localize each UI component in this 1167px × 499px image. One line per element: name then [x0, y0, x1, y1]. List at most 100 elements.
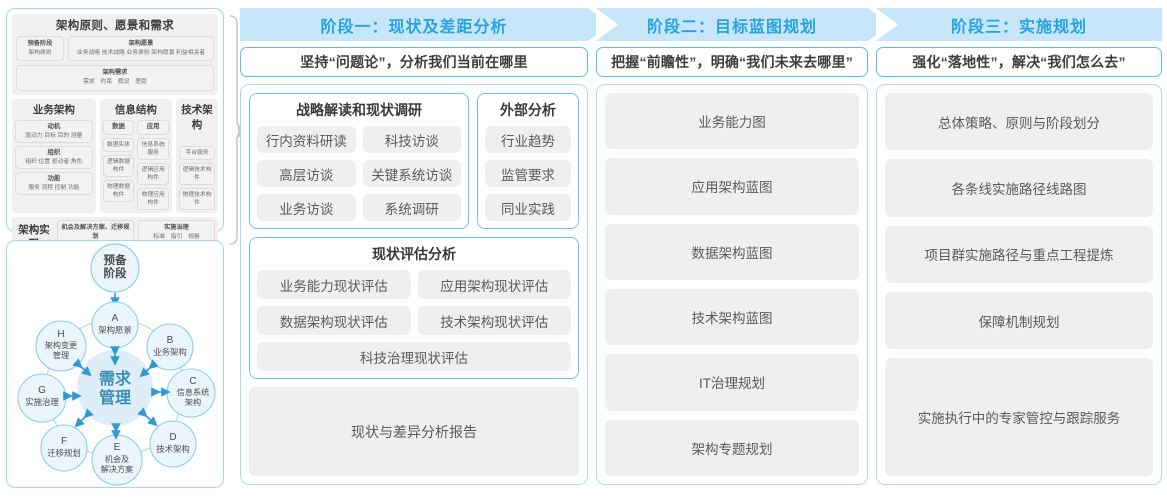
togaf-architecture-domains: 业务架构 动机 驱动力 目标 目的 测量 组织 组织 位置 驱动者 角色 功能 [12, 98, 218, 214]
svg-text:技术架构: 技术架构 [156, 444, 190, 454]
svg-text:机会及: 机会及 [105, 454, 129, 464]
svg-text:解决方案: 解决方案 [101, 464, 133, 474]
svg-text:架构愿景: 架构愿景 [98, 325, 132, 335]
togaf-content-framework-card: 架构原则、愿景和需求 预备阶段 架构原则 架构愿景 业务战略 技术战略 业务原则… [6, 8, 224, 258]
svg-text:架构: 架构 [185, 397, 201, 407]
svg-text:D: D [169, 432, 176, 443]
togaf-prep-block: 预备阶段 架构原则 [16, 36, 64, 62]
chip-item[interactable]: 同业实践 [485, 194, 571, 221]
group-strategy-research: 战略解读和现状调研 行内资料研读 科技访谈 高层访谈 关键系统访谈 [249, 93, 469, 229]
chip-item[interactable]: 应用架构蓝图 [605, 158, 859, 215]
adm-node-b [146, 323, 194, 371]
chip-item[interactable]: 行业趋势 [485, 126, 571, 153]
adm-node-d [149, 420, 197, 468]
togaf-principles-vision-requirements: 架构原则、愿景和需求 预备阶段 架构原则 架构愿景 业务战略 技术战略 业务原则… [12, 14, 218, 95]
chip-item[interactable]: 项目群实施路径与重点工程提炼 [885, 225, 1153, 284]
adm-center-circle [77, 350, 153, 426]
svg-text:实施治理: 实施治理 [25, 397, 59, 407]
phase-header-2[interactable]: 阶段二：目标蓝图规划 [596, 8, 868, 41]
group-title: 现状评估分析 [372, 246, 456, 262]
togaf-app-item: 逻辑应用构件 [137, 162, 169, 186]
togaf-requirement-block: 架构需求 需求 约束 假设 差距 [16, 65, 214, 91]
group-title: 战略解读和现状调研 [296, 102, 422, 118]
chip-item[interactable]: 技术架构蓝图 [605, 288, 859, 346]
togaf-data-head: 数据 [102, 119, 135, 135]
chip-item[interactable]: 业务访谈 [257, 194, 356, 221]
chip-item[interactable]: 技术架构现状评估 [417, 306, 571, 335]
togaf-technology-architecture-column: 技术架构 平台服务 逻辑技术构件 物理技术构件 [176, 98, 218, 214]
svg-text:阶段: 阶段 [104, 266, 127, 280]
togaf-business-title: 业务架构 [32, 103, 75, 116]
phase-body-2: 业务能力图 应用架构蓝图 数据架构蓝图 技术架构蓝图 IT治理规划 架构专题规划 [596, 84, 868, 485]
adm-node-prep [90, 243, 140, 293]
chip-item[interactable]: 系统调研 [362, 194, 461, 221]
togaf-data-item: 物理数据构件 [102, 180, 135, 203]
chip-item[interactable]: 业务能力现状评估 [257, 270, 411, 299]
chip-item[interactable]: 行内资料研读 [257, 126, 356, 153]
togaf-app-item: 信息系统服务 [137, 137, 169, 160]
svg-text:管理: 管理 [99, 388, 131, 407]
chip-item[interactable]: 关键系统访谈 [362, 160, 461, 187]
phase-header-3[interactable]: 阶段三：实施规划 [876, 8, 1162, 41]
chip-item[interactable]: 实施执行中的专家管控与跟踪服务 [885, 358, 1153, 477]
togaf-information-title: 信息结构 [114, 103, 157, 116]
chip-item[interactable]: 各条线实施路径线路图 [885, 159, 1153, 217]
chip-item[interactable]: 应用架构现状评估 [417, 270, 571, 299]
togaf-data-item: 数据实体 [102, 137, 135, 152]
phase-subtitle-3: 强化“落地性”，解决“我们怎么去” [876, 47, 1162, 77]
togaf-information-structure-column: 信息结构 数据 数据实体 逻辑数据构件 [99, 98, 172, 214]
chip-item[interactable]: 高层访谈 [257, 160, 356, 187]
svg-text:E: E [114, 442, 121, 453]
adm-node-f [40, 424, 88, 472]
chip-item[interactable]: 数据架构蓝图 [605, 223, 859, 280]
svg-text:迁移规划: 迁移规划 [47, 448, 81, 458]
togaf-technology-title: 技术架构 [181, 103, 213, 131]
phase-column-1: 阶段一：现状及差距分析 坚持“问题论”，分析我们当前在哪里 战略解读和现状调研 … [240, 8, 588, 492]
chip-item[interactable]: 数据架构现状评估 [257, 306, 411, 335]
chip-item[interactable]: 业务能力图 [605, 93, 859, 150]
svg-text:A: A [112, 313, 119, 324]
svg-text:C: C [189, 376, 196, 387]
phase-columns: 阶段一：现状及差距分析 坚持“问题论”，分析我们当前在哪里 战略解读和现状调研 … [240, 8, 1162, 492]
group-current-state-assessment: 现状评估分析 业务能力现状评估 应用架构现状评估 数据架构现状评估 技术架构现状… [249, 237, 579, 379]
togaf-data-item: 逻辑数据构件 [102, 154, 135, 178]
togaf-adm-cycle-card: 预备 阶段 需求 管理 A 架构愿景 B 业务架构 [6, 240, 224, 488]
chip-item[interactable]: 总体策略、原则与阶段划分 [885, 93, 1153, 151]
phase-column-2: 阶段二：目标蓝图规划 把握“前瞻性”，明确“我们未来去哪里” 业务能力图 应用架… [596, 8, 868, 492]
togaf-tech-item: 物理技术构件 [179, 188, 215, 211]
group-title: 外部分析 [500, 102, 556, 118]
togaf-vision-block: 架构愿景 业务战略 技术战略 业务原则 架构愿景 利益相关者 [68, 36, 214, 62]
togaf-app-item: 物理应用构件 [137, 188, 169, 211]
chip-item[interactable]: 保障机制规划 [885, 292, 1153, 350]
togaf-business-item: 组织 组织 位置 驱动者 角色 [15, 145, 93, 169]
chip-report[interactable]: 现状与差异分析报告 [249, 387, 579, 476]
phase-header-1[interactable]: 阶段一：现状及差距分析 [240, 8, 588, 41]
left-panel: 架构原则、愿景和需求 预备阶段 架构原则 架构愿景 业务战略 技术战略 业务原则… [6, 8, 228, 492]
chip-item[interactable]: IT治理规划 [605, 354, 859, 411]
svg-text:业务架构: 业务架构 [153, 347, 187, 357]
adm-prep-line1: 预备 [104, 253, 127, 267]
togaf-prep-head: 预备阶段 [27, 40, 53, 47]
togaf-tech-item: 逻辑技术构件 [179, 162, 215, 186]
togaf-business-item: 动机 驱动力 目标 目的 测量 [15, 119, 93, 143]
phase-subtitle-1: 坚持“问题论”，分析我们当前在哪里 [240, 47, 588, 77]
phase1-top-row: 战略解读和现状调研 行内资料研读 科技访谈 高层访谈 关键系统访谈 [249, 93, 579, 229]
togaf-vision-head: 架构愿景 [128, 40, 154, 47]
svg-text:管理: 管理 [53, 350, 69, 360]
chip-item[interactable]: 架构专题规划 [605, 419, 859, 476]
adm-cycle-diagram: 预备 阶段 需求 管理 A 架构愿景 B 业务架构 [17, 243, 216, 486]
togaf-prep-body: 架构原则 [28, 49, 52, 56]
phase-body-3: 总体策略、原则与阶段划分 各条线实施路径线路图 项目群实施路径与重点工程提炼 保… [876, 84, 1162, 485]
svg-text:信息系统: 信息系统 [177, 387, 209, 397]
chip-item[interactable]: 科技访谈 [362, 126, 461, 153]
phase1-report-wrap: 现状与差异分析报告 [249, 387, 579, 476]
togaf-business-architecture-column: 业务架构 动机 驱动力 目标 目的 测量 组织 组织 位置 驱动者 角色 功能 [12, 98, 96, 214]
phase-body-1: 战略解读和现状调研 行内资料研读 科技访谈 高层访谈 关键系统访谈 [240, 84, 588, 485]
phase-column-3: 阶段三：实施规划 强化“落地性”，解决“我们怎么去” 总体策略、原则与阶段划分 … [876, 8, 1162, 492]
chip-item[interactable]: 监管要求 [485, 160, 571, 187]
chip-item[interactable]: 科技治理现状评估 [257, 342, 571, 371]
group-external-analysis: 外部分析 行业趋势 监管要求 同业实践 [477, 93, 579, 229]
svg-text:B: B [167, 335, 174, 346]
svg-text:H: H [57, 329, 64, 340]
